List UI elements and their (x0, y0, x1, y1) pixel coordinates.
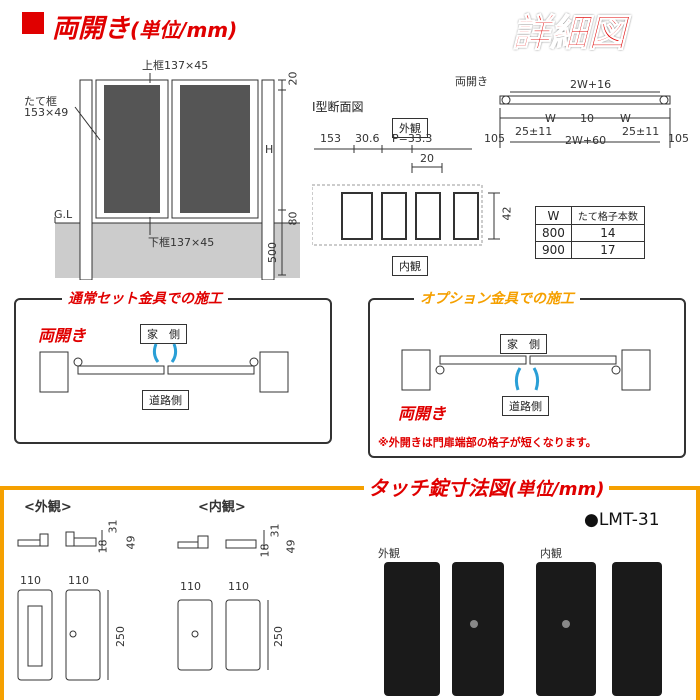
outside-dim-250: 250 (114, 626, 127, 647)
plan-drawing (499, 91, 671, 148)
inside-dim-31: 31 (268, 523, 282, 538)
standard-gate-plan (39, 343, 289, 393)
photo-outside-label: 外観 (378, 547, 400, 560)
section-dim-pitch: P=33.3 (392, 132, 433, 145)
table-cell: 14 (570, 224, 645, 242)
touch-lock-frame (0, 486, 700, 700)
section-outside-label: 外観 (392, 118, 428, 138)
section-inside-label: 内観 (392, 256, 428, 276)
outside-dim-110b: 110 (68, 574, 89, 587)
plan-dim-10: 10 (580, 112, 594, 125)
inside-handle-image (536, 562, 596, 696)
inside-lock-image (612, 562, 662, 696)
inside-dim-18: 18 (258, 543, 272, 558)
standard-road-side: 道路側 (142, 390, 189, 410)
table-cell: 17 (570, 241, 645, 259)
dim-20: 20 (286, 71, 300, 86)
dim-h: H (265, 143, 274, 156)
outside-dim-49: 49 (124, 535, 138, 550)
table-row: 900 17 (535, 241, 645, 259)
model-label: ●LMT-31 (584, 510, 660, 530)
outside-dim-110a: 110 (20, 574, 41, 587)
standard-panel-label: 両開き (38, 326, 87, 345)
dim-80: 80 (286, 211, 300, 226)
page-title: 両開き(単位/mm) (52, 8, 237, 45)
stile-label: たて框 (24, 95, 57, 108)
detail-title: 詳細図 (511, 11, 627, 56)
w-table: W たて格子本数 800 14 900 17 (535, 206, 645, 259)
plan-dim-w1: W (545, 112, 556, 125)
title-main: 両開き (52, 14, 131, 44)
section-title: I型断面図 (312, 100, 364, 114)
inside-dim-250: 250 (272, 626, 285, 647)
outside-dim-31: 31 (106, 519, 120, 534)
inside-view-label: <内観> (198, 500, 246, 515)
plan-dim-105b: 105 (668, 132, 689, 145)
table-row: W たて格子本数 (535, 206, 645, 225)
outside-lock-image (452, 562, 504, 696)
option-panel-title: オプション金具での施工 (414, 288, 580, 308)
ground-level-label: G.L (54, 208, 73, 221)
option-house-side: 家 側 (500, 334, 547, 354)
stile-size-label: 153×49 (24, 106, 69, 119)
standard-panel-title: 通常セット金具での施工 (62, 288, 228, 308)
title-unit: (単位/mm) (130, 18, 238, 42)
plan-label: 両開き (455, 75, 488, 88)
table-header: たて格子本数 (570, 206, 645, 225)
inside-dim-49: 49 (284, 539, 298, 554)
section-dim-20: 20 (420, 152, 434, 165)
option-panel-note: ※外開きは門扉端部の格子が短くなります。 (378, 436, 597, 449)
option-gate-plan (401, 349, 651, 391)
inside-dim-110b: 110 (228, 580, 249, 593)
title-square-icon (22, 12, 44, 34)
plan-dim-25b: 25±11 (622, 125, 660, 138)
top-rail-label: 上框137×45 (142, 59, 209, 72)
outside-dim-18: 18 (96, 539, 110, 554)
table-cell: 900 (535, 241, 572, 259)
inside-dim-110a: 110 (180, 580, 201, 593)
table-header: W (535, 206, 572, 225)
standard-house-side: 家 側 (140, 324, 187, 344)
gate-elevation-drawing (54, 73, 300, 280)
section-dim-42: 42 (500, 206, 514, 221)
plan-dim-w2: W (620, 112, 631, 125)
table-cell: 800 (535, 224, 572, 242)
dim-500: 500 (266, 242, 279, 263)
option-road-side: 道路側 (502, 396, 549, 416)
plan-dim-25a: 25±11 (515, 125, 553, 138)
section-profile-drawing (312, 145, 500, 246)
bottom-rail-label: 下框137×45 (148, 236, 215, 249)
plan-dim-total: 2W+16 (570, 78, 612, 91)
option-panel-label: 両開き (398, 404, 447, 423)
outside-view-label: <外観> (24, 500, 72, 515)
section-dim-306: 30.6 (355, 132, 380, 145)
outside-handle-image (384, 562, 440, 696)
plan-dim-105a: 105 (484, 132, 505, 145)
table-row: 800 14 (535, 224, 645, 242)
section-dim-153: 153 (320, 132, 341, 145)
plan-dim-2w60: 2W+60 (565, 134, 607, 147)
touch-lock-title: タッチ錠寸法図(単位/mm) (364, 472, 609, 501)
touch-lock-unit: (単位/mm) (508, 479, 605, 500)
touch-lock-dimension-drawing (17, 530, 269, 681)
touch-lock-title-text: タッチ錠寸法図 (368, 476, 508, 500)
photo-inside-label: 内観 (540, 547, 562, 560)
